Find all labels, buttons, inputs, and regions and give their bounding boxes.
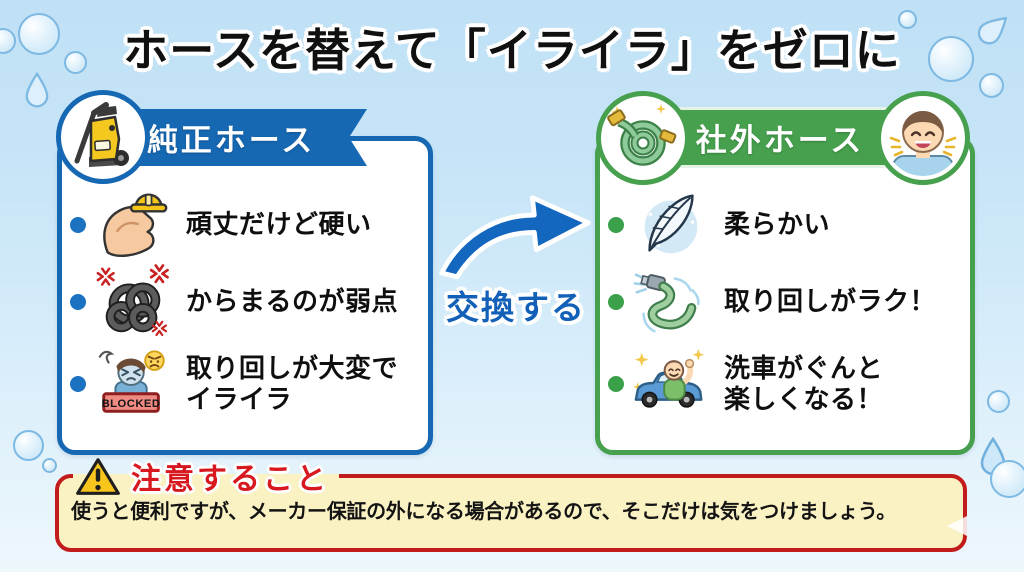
aftermarket-hose-header-label: 社外ホース (695, 123, 865, 158)
water-bubble (990, 460, 1024, 498)
aftermarket-hose-card: 柔らかい 取り回しがラク！ (595, 136, 975, 455)
water-bubble (0, 28, 16, 54)
bullet-dot (608, 294, 624, 310)
item-text: 頑丈だけど硬い (186, 209, 372, 240)
bullet-dot (70, 376, 86, 392)
bullet-dot (608, 376, 624, 392)
list-item: 取り回しがラク！ (608, 260, 936, 344)
water-bubble (987, 390, 1010, 413)
water-drop-icon (24, 71, 50, 112)
water-bubble (928, 36, 974, 82)
list-item: BLOCKED 取り回しが大変で イライラ (70, 342, 398, 426)
item-text: 柔らかい (724, 209, 831, 240)
page-title: ホースを替えて「イライラ」をゼロに (123, 25, 901, 76)
coiled-hose-icon (596, 91, 690, 185)
bullet-dot (70, 217, 86, 233)
tangled-hose-icon (92, 261, 174, 343)
item-text: 洗車がぐんと 楽しくなる！ (724, 352, 884, 414)
warning-legend: 注意すること (73, 454, 339, 498)
water-bubble (64, 51, 87, 74)
list-item: 洗車がぐんと 楽しくなる！ (608, 342, 883, 426)
bullet-dot (608, 217, 624, 233)
blocked-person-icon: BLOCKED (92, 343, 174, 425)
flexible-hose-icon (630, 261, 712, 343)
list-item: 柔らかい (608, 183, 830, 267)
bullet-dot (70, 294, 86, 310)
warning-triangle-icon (76, 457, 120, 495)
feather-icon (630, 184, 712, 266)
water-drop-icon (976, 7, 1016, 46)
genuine-hose-card: 頑丈だけど硬い (57, 136, 433, 455)
water-bubble (979, 73, 1004, 98)
muscle-hardhat-icon (92, 184, 174, 266)
genuine-hose-header-label: 純正ホース (146, 123, 316, 158)
water-bubble (898, 10, 917, 29)
car-wash-joy-icon (630, 343, 712, 425)
list-item: からまるのが弱点 (70, 260, 398, 344)
warning-body-text: 使うと便利ですが、メーカー保証の外になる場合があるので、そこだけは気をつけましょ… (71, 501, 896, 523)
warning-title: 注意すること (131, 463, 329, 496)
item-text: 取り回しが大変で イライラ (186, 352, 399, 414)
item-text: からまるのが弱点 (186, 286, 399, 317)
blocked-sign-label: BLOCKED (102, 398, 161, 410)
happy-face-icon (876, 91, 970, 185)
list-item: 頑丈だけど硬い (70, 183, 372, 267)
pressure-washer-icon (56, 90, 150, 184)
edge-notch-decoration (947, 516, 967, 536)
swap-arrow-icon (434, 190, 598, 280)
swap-label: 交換する (446, 289, 586, 326)
item-text: 取り回しがラク！ (724, 286, 937, 317)
water-bubble (18, 13, 60, 55)
warning-box: 注意すること 使うと便利ですが、メーカー保証の外になる場合があるので、そこだけは… (55, 454, 967, 552)
water-bubble (13, 430, 44, 461)
